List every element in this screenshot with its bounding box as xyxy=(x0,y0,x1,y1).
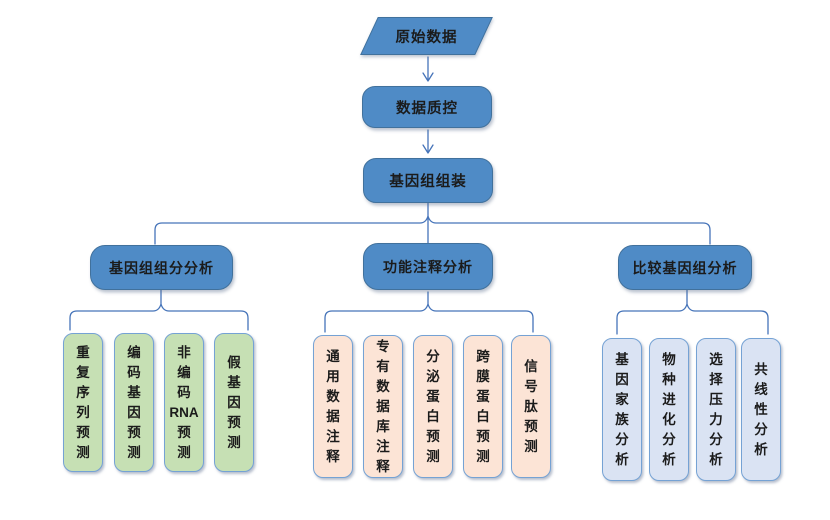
leaf-secreted-protein-prediction: 分泌蛋白预测 xyxy=(413,335,453,478)
leaf-collinearity-analysis: 共线性分析 xyxy=(741,338,781,481)
arrow-qc-to-assembly xyxy=(422,129,434,154)
branch-label: 功能注释分析 xyxy=(383,258,473,275)
leaf-label: 基因家族分析 xyxy=(615,351,629,467)
node-data-qc: 数据质控 xyxy=(362,86,492,128)
leaf-repeat-sequence-prediction: 重复序列预测 xyxy=(63,333,103,472)
leaf-signal-peptide-prediction: 信号肽预测 xyxy=(511,335,551,478)
leaf-general-data-annotation: 通用数据注释 xyxy=(313,335,353,478)
branch-comparative-genomics-analysis: 比较基因组分析 xyxy=(618,245,752,290)
leaf-selection-pressure-analysis: 选择压力分析 xyxy=(696,338,736,481)
branch-label: 基因组组分分析 xyxy=(109,259,214,276)
leaf-label: 假基因预测 xyxy=(227,354,241,450)
bracket-branch3-to-leaves xyxy=(616,289,769,335)
bracket-branch1-to-leaves xyxy=(69,289,249,331)
leaf-label: 通用数据注释 xyxy=(326,348,340,464)
branch-genome-component-analysis: 基因组组分分析 xyxy=(90,245,233,290)
node-raw-data: 原始数据 xyxy=(360,17,493,55)
leaf-label: 分泌蛋白预测 xyxy=(426,348,440,464)
leaf-label: 编码基因预测 xyxy=(127,344,141,460)
leaf-species-evolution-analysis: 物种进化分析 xyxy=(649,338,689,481)
bracket-branch2-to-leaves xyxy=(324,291,534,333)
leaf-label: 物种进化分析 xyxy=(662,351,676,467)
branch-label: 比较基因组分析 xyxy=(632,259,738,276)
leaf-label: 共线性分析 xyxy=(754,361,768,457)
leaf-pseudogene-prediction: 假基因预测 xyxy=(214,333,254,472)
leaf-label: 选择压力分析 xyxy=(709,351,723,467)
node-genome-assembly: 基因组组装 xyxy=(363,158,493,203)
leaf-label: 重复序列预测 xyxy=(76,344,90,460)
leaf-proprietary-database-annotation: 专有数据库注释 xyxy=(363,335,403,478)
leaf-coding-gene-prediction: 编码基因预测 xyxy=(114,333,154,472)
leaf-label: 信号肽预测 xyxy=(524,358,538,454)
leaf-label: 跨膜蛋白预测 xyxy=(476,348,490,464)
leaf-transmembrane-protein-prediction: 跨膜蛋白预测 xyxy=(463,335,503,478)
node-raw-data-label: 原始数据 xyxy=(395,29,458,46)
node-genome-assembly-label: 基因组组装 xyxy=(389,174,467,190)
leaf-label: 专有数据库注释 xyxy=(376,338,390,474)
branch-functional-annotation-analysis: 功能注释分析 xyxy=(363,243,493,290)
node-data-qc-label: 数据质控 xyxy=(396,100,458,117)
arrow-raw-to-qc xyxy=(422,56,434,82)
bracket-assembly-to-branches xyxy=(154,202,711,245)
leaf-gene-family-analysis: 基因家族分析 xyxy=(602,338,642,481)
